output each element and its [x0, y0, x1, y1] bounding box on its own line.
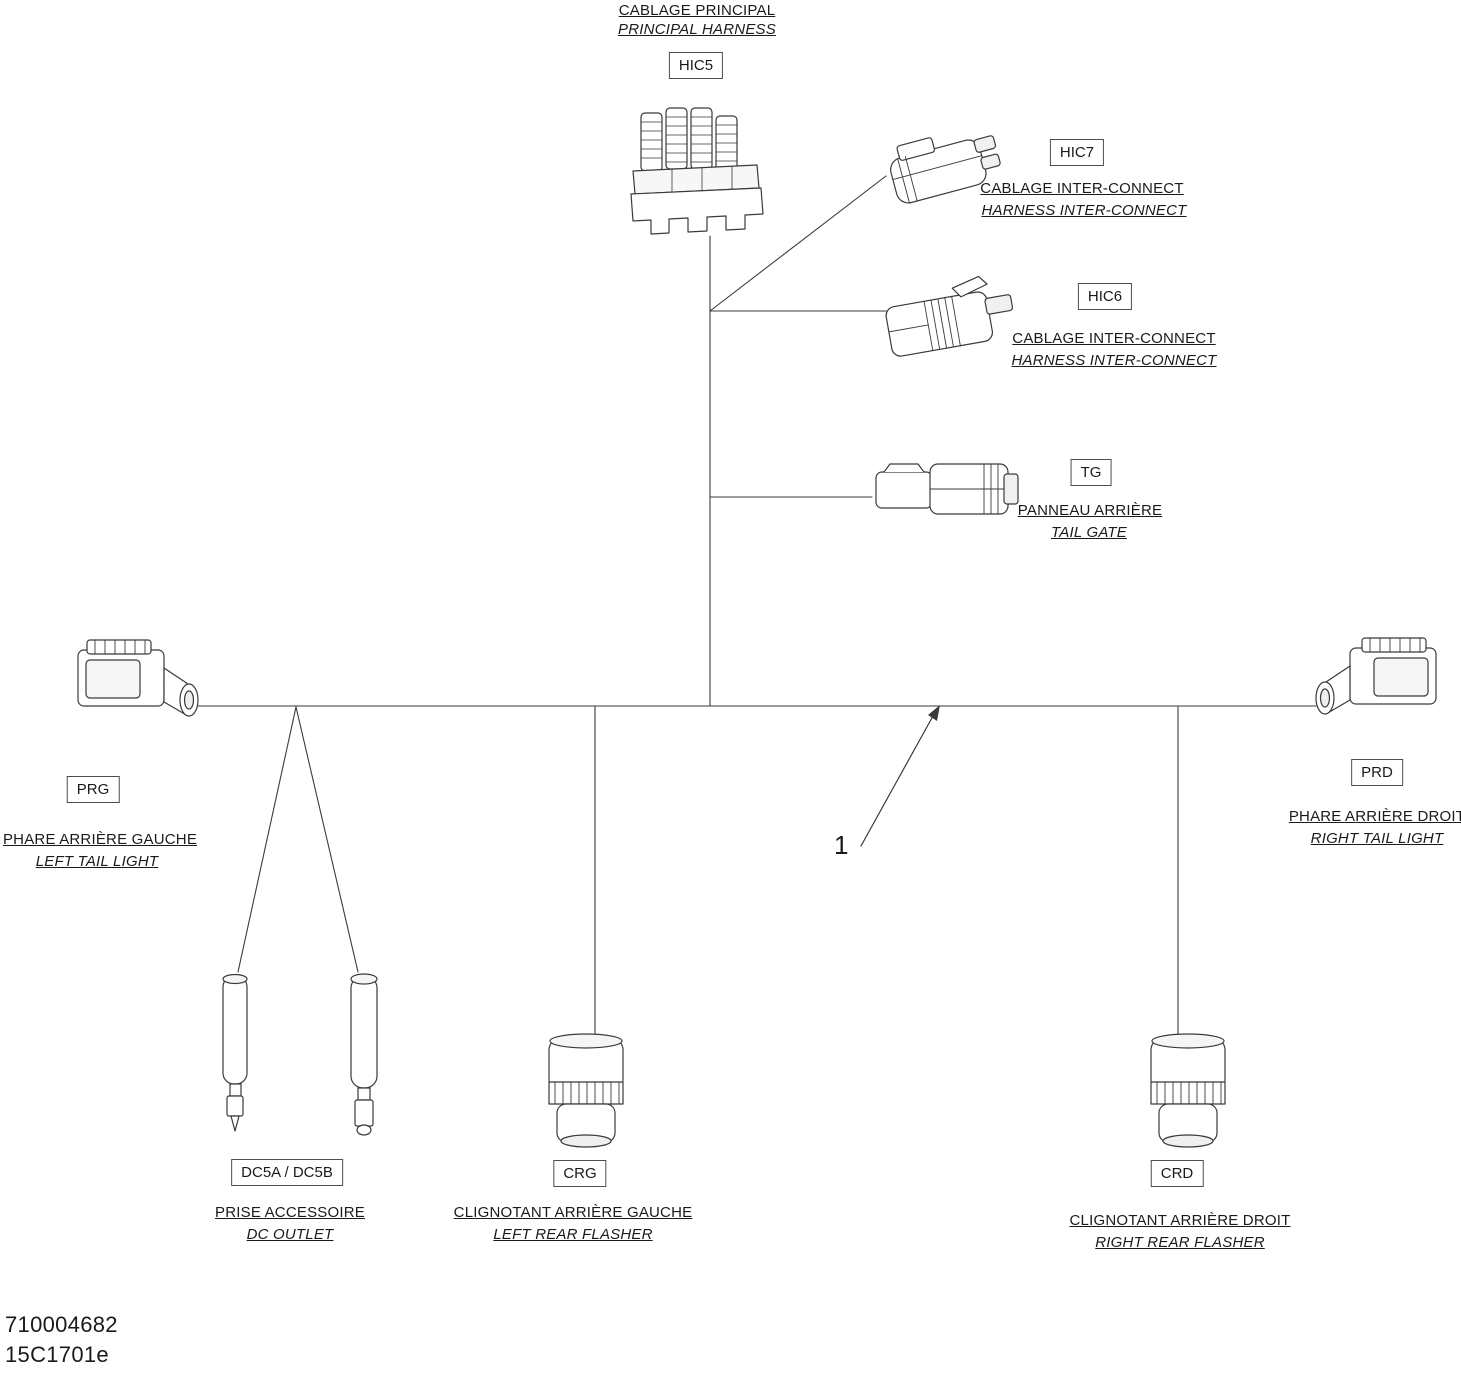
prg-label-fr: PHARE ARRIÈRE GAUCHE	[2, 831, 198, 848]
hic7-code: HIC7	[1059, 144, 1095, 161]
prg-code-box: PRG	[66, 776, 120, 803]
prd-connector-icon	[1315, 637, 1437, 715]
hic5-label-fr: CABLAGE PRINCIPAL	[618, 2, 776, 19]
hic6-code-box: HIC6	[1077, 283, 1133, 310]
prd-code: PRD	[1361, 764, 1393, 781]
arrowhead-icon	[928, 705, 940, 721]
hic5-connector-icon	[630, 107, 764, 235]
hic5-code: HIC5	[678, 57, 714, 74]
crg-code: CRG	[563, 1165, 597, 1182]
dc-branch-line-b	[295, 706, 359, 973]
crd-code: CRD	[1160, 1165, 1194, 1182]
hic7-label-en: HARNESS INTER-CONNECT	[981, 202, 1187, 219]
tg-code: TG	[1080, 464, 1102, 481]
prg-code: PRG	[76, 781, 110, 798]
hic6-label-fr: CABLAGE INTER-CONNECT	[1012, 330, 1216, 347]
crg-label-en: LEFT REAR FLASHER	[493, 1226, 653, 1243]
dc5-code: DC5A / DC5B	[241, 1164, 333, 1181]
revision-code: 15C1701e	[5, 1342, 109, 1367]
hic6-label-en: HARNESS INTER-CONNECT	[1011, 352, 1217, 369]
hic7-label-fr: CABLAGE INTER-CONNECT	[980, 180, 1184, 197]
dc5-label-en: DC OUTLET	[246, 1226, 334, 1243]
dc5-code-box: DC5A / DC5B	[231, 1159, 343, 1186]
prd-label-en: RIGHT TAIL LIGHT	[1310, 830, 1444, 847]
prd-label-fr: PHARE ARRIÈRE DROIT	[1288, 808, 1461, 825]
hic6-code: HIC6	[1087, 288, 1123, 305]
prd-code-box: PRD	[1351, 759, 1403, 786]
crg-code-box: CRG	[553, 1160, 607, 1187]
hic7-code-box: HIC7	[1049, 139, 1105, 166]
dc5-label-fr: PRISE ACCESSOIRE	[215, 1204, 365, 1221]
hic5-code-box: HIC5	[668, 52, 724, 79]
hic5-label-en: PRINCIPAL HARNESS	[618, 21, 776, 38]
callout-1: 1	[834, 830, 849, 860]
hic7-connector-icon	[890, 135, 1001, 204]
part-number: 710004682	[5, 1312, 118, 1337]
crd-label-fr: CLIGNOTANT ARRIÈRE DROIT	[1069, 1212, 1291, 1229]
hic7-branch-line	[709, 175, 887, 312]
tg-label-fr: PANNEAU ARRIÈRE	[1017, 502, 1163, 519]
crd-label-en: RIGHT REAR FLASHER	[1095, 1234, 1265, 1251]
tg-label-en: TAIL GATE	[1051, 524, 1127, 541]
crg-label-fr: CLIGNOTANT ARRIÈRE GAUCHE	[453, 1204, 693, 1221]
prg-label-en: LEFT TAIL LIGHT	[35, 853, 159, 870]
prg-connector-icon	[77, 639, 199, 717]
tg-connector-icon	[875, 463, 1019, 515]
harness-wires	[192, 175, 1317, 1037]
crd-connector-icon	[1150, 1033, 1226, 1148]
tg-code-box: TG	[1070, 459, 1112, 486]
callout-arrow	[860, 705, 940, 847]
dc-branch-line-a	[237, 706, 297, 973]
dc-outlet-terminals-icon	[222, 973, 378, 1136]
hic6-connector-icon	[885, 275, 1014, 357]
crd-code-box: CRD	[1150, 1160, 1204, 1187]
crg-connector-icon	[548, 1033, 624, 1148]
